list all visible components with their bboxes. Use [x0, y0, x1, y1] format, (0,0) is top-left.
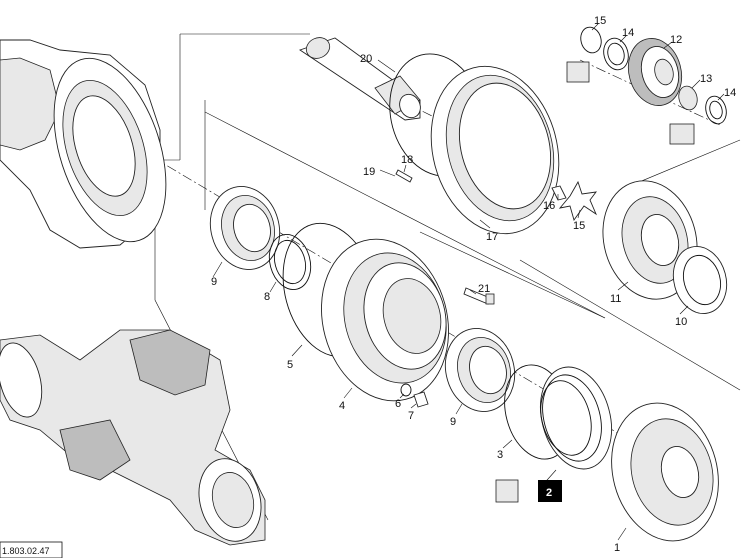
part-label-16: 15 [573, 220, 585, 232]
part-label-5: 5 [287, 359, 293, 371]
part-label-7: 7 [408, 410, 414, 422]
part-label-8: 8 [264, 291, 270, 303]
drive-shaft [298, 37, 421, 121]
part-labels: 20 15 14 12 13 14 18 19 17 16 15 9 8 21 … [211, 15, 736, 554]
leader-lines [212, 23, 725, 541]
part-label-21: 20 [360, 53, 372, 65]
part-label-11: 11 [610, 293, 621, 305]
retaining-pin [551, 185, 567, 201]
taper-bearing-upper [209, 186, 281, 270]
wheel-hub-carrier [321, 238, 449, 402]
part-label-22: 21 [478, 283, 490, 295]
part-label-9b: 9 [450, 416, 456, 428]
spider [558, 180, 598, 222]
part-label-17: 16 [543, 200, 555, 212]
axle-assembly-overview [0, 329, 266, 546]
part-label-19: 18 [401, 154, 413, 166]
washer [400, 383, 412, 397]
part-label-9a: 9 [211, 276, 217, 288]
taper-bearing-lower [444, 328, 516, 412]
needle-bearing [678, 85, 698, 111]
thrust-washer-upper [603, 37, 629, 71]
part-label-1: 1 [614, 542, 620, 554]
circlip-upper [580, 26, 602, 54]
highlighted-part-label: 2 [546, 487, 552, 499]
part-label-18: 17 [486, 231, 498, 243]
hatch-detail-icon-lower [495, 479, 519, 503]
plug-screw [413, 391, 429, 408]
wheel-hub [611, 402, 719, 542]
screw-small [395, 169, 413, 183]
part-label-13: 13 [700, 73, 712, 85]
part-label-12: 12 [670, 34, 682, 46]
o-ring-small [268, 234, 312, 290]
shaft-seal [540, 366, 612, 470]
part-label-3: 3 [497, 449, 503, 461]
drawing-reference-text: 1.803.02.47 [2, 546, 50, 556]
hex-screw [463, 287, 495, 305]
slotted-nut [672, 246, 728, 314]
part-label-14a: 14 [622, 27, 634, 39]
part-label-20: 19 [363, 166, 375, 178]
part-label-10: 10 [675, 316, 687, 328]
part-label-4: 4 [339, 400, 345, 412]
drawing-reference: 1.803.02.47 [0, 541, 63, 558]
ring-gear [430, 65, 560, 235]
planet-gear [627, 38, 683, 106]
thrust-washer-lower [705, 95, 727, 125]
part-label-6: 6 [395, 398, 401, 410]
axle-housing-partial [0, 39, 167, 249]
part-label-14b: 14 [724, 87, 736, 99]
part-label-15: 15 [594, 15, 606, 27]
highlighted-part-badge: 2 [538, 480, 562, 502]
hatch-detail-icons [566, 61, 695, 145]
